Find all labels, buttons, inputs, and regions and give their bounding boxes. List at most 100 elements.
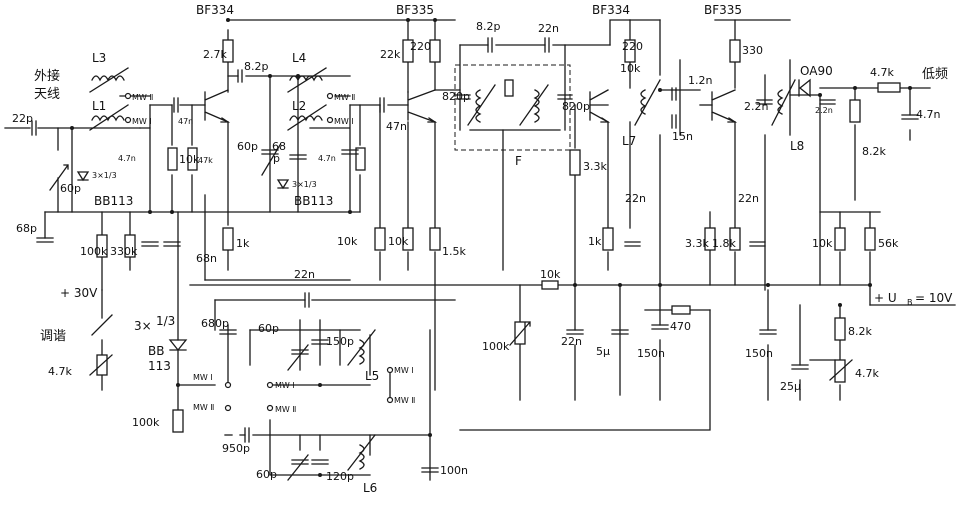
label-ub-val: = 10V [915,291,953,305]
label-bb113-b: BB113 [294,194,333,208]
transistor-q4 [711,89,738,123]
label-l2: L2 [292,99,306,113]
label-c-60p-b: 60p [237,140,258,153]
label-filter: F [515,154,522,168]
label-r-220-b: 220 [622,40,643,53]
label-r-100k-a: 100k [80,245,108,258]
label-c-68p: 68p [16,222,37,235]
switch-contacts [124,92,394,412]
label-q1: BF334 [196,3,234,17]
label-r-10k-d: 10k [620,62,641,75]
label-l7: L7 [622,134,636,148]
label-diode-arr-c: 3× [134,319,152,333]
label-c-47n-a: 47n [178,117,193,126]
label-bb113-a: BB113 [94,194,133,208]
label-mw2-a: MW Ⅱ [132,93,153,102]
labels: BF334 BF335 BF334 BF335 OA90 外接 天线 低频 + … [12,3,953,495]
label-c-82p-a: 8.2p [244,60,268,73]
label-r-47k-pot2: 4.7k [855,367,879,380]
label-l3: L3 [92,51,106,65]
label-c-22n-g: 22n [561,335,582,348]
junctions [70,18,912,477]
label-mw2-b: MW Ⅱ [334,93,355,102]
label-c-60p-a: 60p [60,182,81,195]
label-r-82k-b: 8.2k [848,325,872,338]
label-diode-arr-c-frac: 1/3 [156,314,175,328]
label-c-22n-b: 22n [625,192,646,205]
label-r-1k-b: 1k [588,235,602,248]
label-l5: L5 [365,369,379,383]
label-c-15n: 15n [672,130,693,143]
transistor-q2 [407,89,438,123]
label-q4: BF335 [704,3,742,17]
label-bb113-c2: 113 [148,359,171,373]
label-r-330: 330 [742,44,763,57]
label-c-120p: 120p [326,470,354,483]
label-q3: BF334 [592,3,630,17]
label-c-22n-c: 2.2n [744,100,768,113]
label-c-150p: 150p [326,335,354,348]
label-r-22k: 22k [380,48,401,61]
label-r-82k-a: 8.2k [862,145,886,158]
label-antenna-1: 外接 [34,68,60,84]
label-mw1-e: MW Ⅰ [394,366,414,375]
label-r-470: 470 [670,320,691,333]
label-diode-arr-a: 3×1/3 [92,171,117,180]
label-r-220-a: 220 [410,40,431,53]
label-c-950p: 950p [222,442,250,455]
label-r-47k: 47k [198,156,213,165]
label-r-47k-out: 4.7k [870,66,894,79]
label-r-10k-a: 10k [179,153,200,166]
label-diode-arr-b: 3×1/3 [292,180,317,189]
label-c-820p-b: 820p [562,100,590,113]
label-q2: BF335 [396,3,434,17]
capacitors [31,37,919,481]
label-l8: L8 [790,139,804,153]
label-r-330k: 330k [110,245,138,258]
label-mw1-d: MW Ⅰ [275,381,295,390]
label-r-56k: 56k [878,237,899,250]
label-r-33k-b: 3.3k [685,237,709,250]
label-c-47n-out: 4.7n [916,108,940,121]
label-c-47n-b: 47n [386,120,407,133]
label-c-5u: 5μ [596,345,610,358]
label-c-820p-a: 820p [442,90,470,103]
label-c-22n-d: 2.2n [815,106,833,115]
label-c-25u: 25μ [780,380,801,393]
inductors [89,64,796,471]
wiring [4,19,956,481]
label-r-33k-a: 3.3k [583,160,607,173]
label-ub-sub: B [907,298,913,307]
label-c-47n-b2: 4.7n [318,154,336,163]
label-c-82p-b: 8.2p [476,20,500,33]
label-c-68p-b: 68 [272,140,286,153]
label-ub: + U [874,291,897,305]
label-c-47n-a2: 4.7n [118,154,136,163]
label-c-680p: 680p [201,317,229,330]
label-r-1k-a: 1k [236,237,250,250]
label-antenna-2: 天线 [34,87,60,102]
label-mw2-e: MW Ⅱ [394,396,415,405]
label-mw1-c: MW Ⅰ [193,373,213,382]
label-c-22n-a: 22n [538,22,559,35]
label-bb113-c1: BB [148,344,164,358]
label-c-100n: 100n [440,464,468,477]
label-r-15k: 1.5k [442,245,466,258]
transistor-q1 [204,89,231,123]
label-r-10k-e: 10k [812,237,833,250]
label-c-12n: 1.2n [688,74,712,87]
label-c-in: 22p [12,112,33,125]
label-l1: L1 [92,99,106,113]
label-c-22n-e: 22n [738,192,759,205]
label-audio-out: 低频 [922,67,948,82]
label-r-100k-b: 100k [132,416,160,429]
label-c-60p-c: 60p [258,322,279,335]
label-c-22n-f: 22n [294,268,315,281]
label-c-150n-a: 150n [637,347,665,360]
resistors [89,39,901,433]
label-r-10k-f: 10k [540,268,561,281]
label-mw2-d: MW Ⅱ [275,405,296,414]
label-mw1-a: MW Ⅰ [132,117,152,126]
label-oa90: OA90 [800,64,833,78]
label-tuning: 调谐 [40,329,66,344]
